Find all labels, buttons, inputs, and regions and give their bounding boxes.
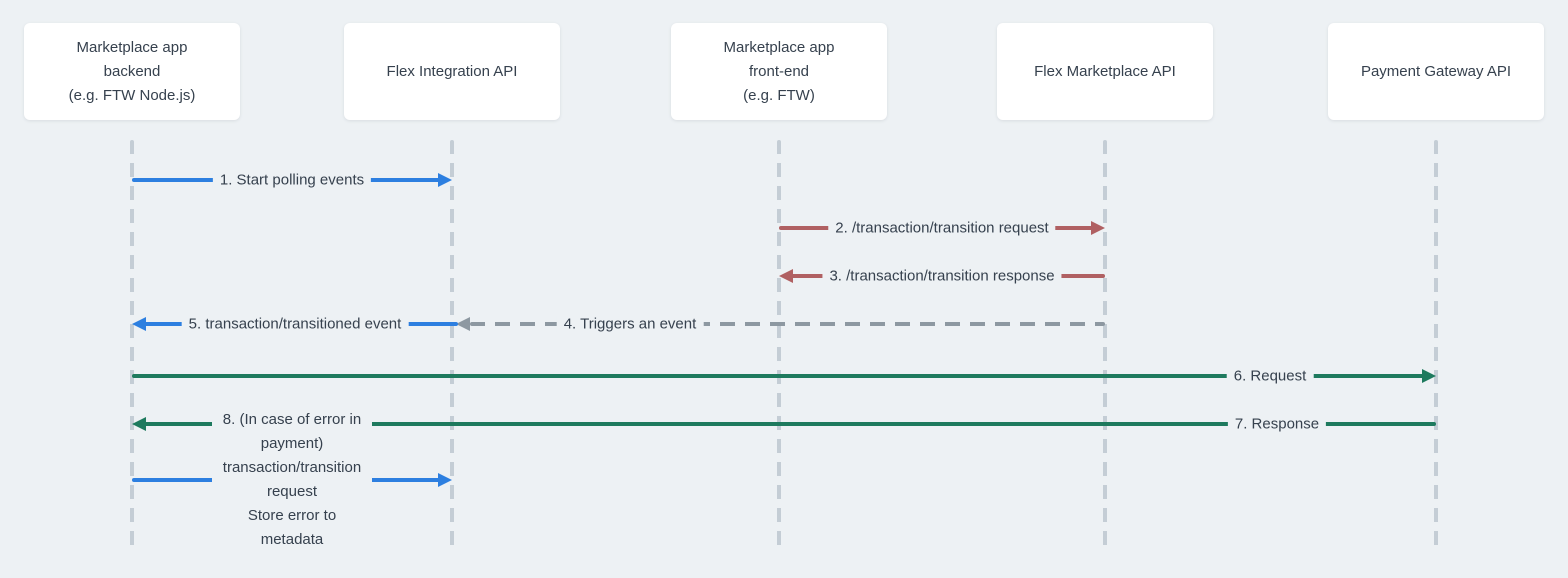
message-2-transition-request: 2. /transaction/transition request — [779, 214, 1105, 242]
lifeline-flex-marketplace-api — [1103, 140, 1107, 552]
lifeline-flex-integration-api — [450, 140, 454, 552]
message-3-transition-response: 3. /transaction/transition response — [779, 262, 1105, 290]
message-4-triggers-event: 4. Triggers an event — [452, 310, 1105, 338]
actor-flex-integration-api: Flex Integration API — [344, 23, 560, 120]
message-label: 7. Response — [1227, 415, 1327, 433]
actor-marketplace-backend: Marketplace app backend (e.g. FTW Node.j… — [24, 23, 240, 120]
message-5-transitioned-event: 5. transaction/transitioned event — [132, 310, 458, 338]
arrowhead-left — [132, 417, 146, 431]
message-line — [144, 422, 1436, 426]
arrowhead-right — [438, 173, 452, 187]
message-label: 1. Start polling events — [212, 171, 372, 189]
lifeline-marketplace-backend — [130, 140, 134, 552]
arrowhead-left — [132, 317, 146, 331]
message-label: 6. Request — [1226, 367, 1314, 385]
lifeline-payment-gateway-api — [1434, 140, 1438, 552]
message-label: 8. (In case of error in payment) transac… — [212, 408, 372, 552]
actor-payment-gateway-api: Payment Gateway API — [1328, 23, 1544, 120]
message-label: 5. transaction/transitioned event — [181, 315, 409, 333]
message-8-error-transition-request: 8. (In case of error in payment) transac… — [132, 408, 452, 552]
message-line-dashed — [470, 322, 1105, 326]
lifeline-marketplace-frontend — [777, 140, 781, 552]
arrowhead-left — [456, 317, 470, 331]
arrowhead-right — [1091, 221, 1105, 235]
message-label: 4. Triggers an event — [556, 315, 704, 333]
arrowhead-left — [779, 269, 793, 283]
message-label: 3. /transaction/transition response — [822, 267, 1062, 285]
actor-marketplace-frontend: Marketplace app front-end (e.g. FTW) — [671, 23, 887, 120]
message-7-response: 7. Response — [132, 410, 1436, 438]
message-6-request: 6. Request — [132, 362, 1436, 390]
actor-flex-marketplace-api: Flex Marketplace API — [997, 23, 1213, 120]
message-label: 2. /transaction/transition request — [828, 219, 1056, 237]
arrowhead-right — [438, 473, 452, 487]
message-1-start-polling: 1. Start polling events — [132, 166, 452, 194]
arrowhead-right — [1422, 369, 1436, 383]
message-line — [132, 374, 1424, 378]
